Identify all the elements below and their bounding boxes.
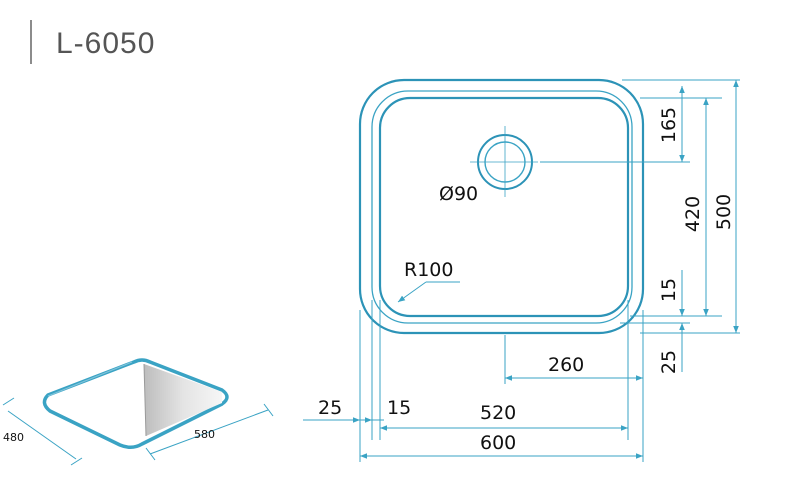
model-title: L-6050 (56, 27, 155, 60)
thumbnail-width-label: 580 (194, 428, 215, 441)
radius-leader (397, 281, 427, 303)
thumbnail-depth-label: 480 (3, 431, 24, 444)
sink-thumbnail: 480 580 (2, 358, 274, 466)
dim-inner-width: 520 (480, 402, 516, 424)
dim-inner-depth: 420 (682, 196, 704, 232)
dim-outer-width: 600 (480, 432, 516, 454)
horizontal-extensions (540, 79, 740, 334)
vertical-extensions (359, 300, 644, 462)
dim-top-to-drain: 165 (658, 107, 680, 143)
thumbnail-wall (144, 364, 222, 436)
dim-rim-bottom: 25 (658, 350, 680, 374)
dim-rim-left: 25 (318, 397, 342, 419)
sink-plan (358, 78, 645, 335)
bowl-outline (378, 96, 630, 318)
outer-rim (358, 78, 645, 335)
dim-drain-diameter: Ø90 (439, 183, 478, 205)
dimension-labels: Ø90 R100 260 25 15 520 600 165 420 500 1… (318, 107, 735, 454)
dim-corner-radius: R100 (404, 259, 453, 281)
dim-bottom-gap: 15 (658, 278, 680, 302)
dimension-lines (303, 80, 739, 459)
dim-outer-depth: 500 (713, 194, 735, 230)
dim-bowl-gap-left: 15 (387, 397, 411, 419)
rim-inner-edge (371, 90, 633, 324)
dim-drain-offset: 260 (548, 354, 584, 376)
